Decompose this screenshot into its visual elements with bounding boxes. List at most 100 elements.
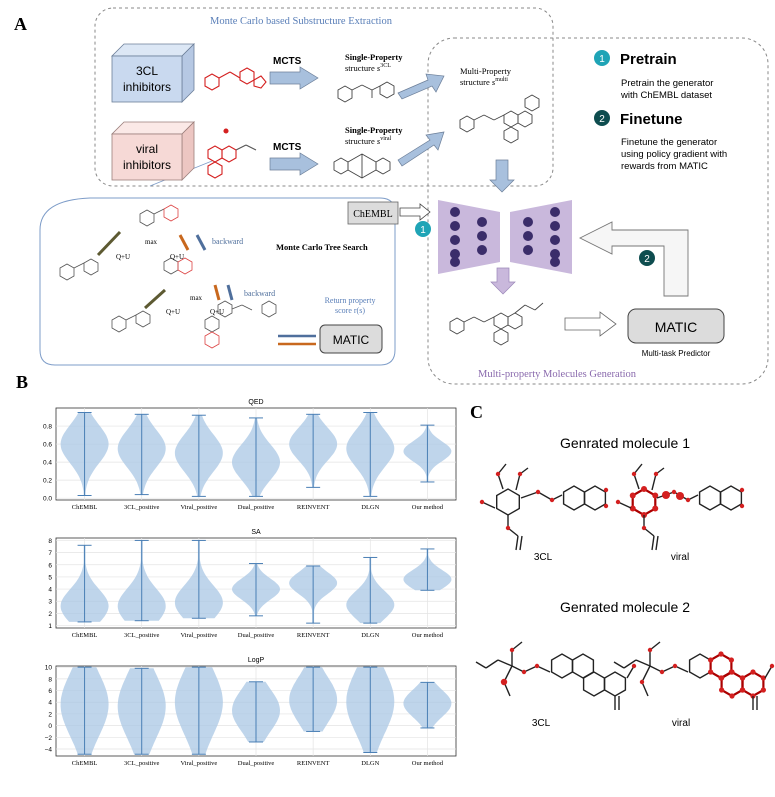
bond [626, 665, 635, 679]
single-bottom-line2: structure sviral [345, 136, 392, 146]
x-tick-label: Dual_positive [238, 504, 275, 511]
y-tick-label: 0.6 [43, 442, 52, 449]
bond [515, 535, 519, 551]
step-2-title: Finetune [620, 111, 683, 128]
x-tick-label: 3CL_positive [124, 760, 160, 767]
atom-highlight [479, 499, 485, 505]
return-score-line2: score r(s) [335, 306, 365, 315]
bond [623, 659, 637, 669]
ring-bond [631, 487, 657, 517]
nn-node-15 [550, 257, 560, 267]
ring-bond [496, 488, 520, 516]
bond [674, 665, 689, 673]
step-2-desc-3: rewards from MATIC [621, 161, 708, 172]
finetune-badge-number: 2 [644, 254, 650, 265]
multi-line2: structure smulti [460, 77, 508, 87]
step-1-desc-2: with ChEMBL dataset [620, 90, 712, 101]
molecule-2-caption-viral: viral [672, 718, 690, 729]
atom-highlight [505, 525, 511, 531]
tree-search-title: Monte Carlo Tree Search [276, 242, 368, 252]
nn-node-12 [550, 221, 560, 231]
chembl-box [347, 201, 399, 225]
mcts-arrow-top: MCTS [269, 56, 319, 90]
y-tick-label: −2 [45, 735, 53, 742]
bond [497, 659, 513, 667]
arrow-to-multi-bottom [397, 131, 445, 167]
molecule-2-title: Genrated molecule 2 [560, 599, 690, 615]
nn-node-4 [450, 257, 460, 267]
atom-highlight [740, 675, 746, 681]
bond [655, 535, 659, 551]
cube-3cl-line1: 3CL [136, 64, 158, 78]
matic-predictor-box [627, 308, 725, 344]
bond [635, 659, 651, 667]
nn-node-3 [450, 249, 460, 259]
bond [497, 473, 504, 490]
bond [519, 535, 523, 551]
single-top-line2-text: structure [345, 63, 377, 73]
step-2-number: 2 [599, 114, 605, 125]
x-tick-label: Viral_positive [180, 760, 217, 767]
arrow-multi-to-generator [489, 159, 515, 193]
single-property-top: Single-Property structure s3CL [337, 52, 403, 103]
y-tick-label: 10 [45, 665, 53, 672]
tree-backward-1: backward [212, 237, 243, 246]
tree-molecules [59, 204, 277, 349]
y-tick-label: 8 [48, 676, 52, 683]
x-tick-label: DLGN [361, 504, 379, 511]
ring-bond [688, 653, 712, 679]
atom-highlight [534, 663, 540, 669]
multi-sup: multi [495, 77, 508, 83]
atom-highlight [760, 675, 766, 681]
atom-highlight [739, 503, 745, 509]
x-tick-label: ChEMBL [72, 632, 98, 639]
atom-highlight [685, 497, 691, 503]
bond [520, 491, 539, 499]
tree-qu-3: Q+U [166, 308, 180, 316]
chembl-label: ChEMBL [353, 209, 392, 220]
plot-title: SA [251, 529, 261, 536]
cube-3cl-line2: inhibitors [123, 80, 171, 94]
molecule-1-caption-3cl: 3CL [534, 552, 553, 563]
atom-highlight [718, 651, 724, 657]
atom-highlight [659, 669, 665, 675]
atom-highlight [641, 486, 647, 492]
bond [641, 665, 651, 683]
ring-bond [603, 671, 627, 697]
x-tick-label: Viral_positive [180, 632, 217, 639]
molecule-1-title: Genrated molecule 1 [560, 435, 690, 451]
atom-highlight [549, 497, 555, 503]
molecule-1-3cl-drawing [479, 463, 609, 551]
plot-title: QED [248, 399, 263, 406]
arrow-chembl-to-generator [399, 203, 431, 221]
tree-matic-box [319, 324, 383, 354]
x-tick-label: REINVENT [297, 632, 330, 639]
molecule-1-caption-viral: viral [671, 552, 689, 563]
bond [485, 659, 499, 669]
ring-bond [741, 670, 765, 698]
single-bottom-line1: Single-Property [345, 125, 403, 135]
bond [651, 473, 657, 491]
atom-highlight [671, 489, 677, 495]
y-tick-label: 5 [48, 574, 52, 581]
tree-qu-2: Q+U [170, 253, 184, 261]
atom-highlight [672, 663, 678, 669]
bond [537, 491, 553, 501]
finetune-badge [639, 250, 655, 266]
molecule-2-3cl-drawing [475, 641, 637, 710]
atom-highlight [631, 471, 637, 477]
generation-box [427, 37, 769, 385]
mcts-label-top: MCTS [273, 56, 302, 67]
atom-highlight [729, 669, 735, 675]
nn-node-6 [477, 231, 487, 241]
atom-highlight [739, 487, 745, 493]
atom-highlight [652, 492, 659, 499]
x-tick-label: DLGN [361, 760, 379, 767]
matic-predictor-label: MATIC [655, 319, 698, 335]
atom-highlight [521, 669, 527, 675]
plot-title: LogP [248, 657, 265, 664]
